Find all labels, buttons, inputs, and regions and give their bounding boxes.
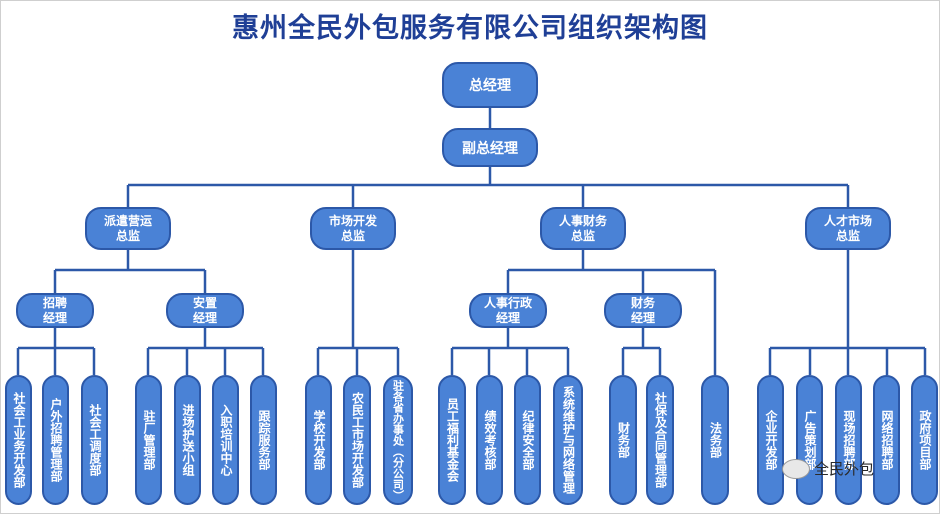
gm-box: 总经理 <box>442 62 538 108</box>
dept-box: 纪律安全部 <box>514 375 541 505</box>
dept-label: 绩效考核部 <box>483 410 497 470</box>
dept-box: 法务部 <box>701 375 729 505</box>
hradmin-manager-box: 人事行政 经理 <box>469 293 547 328</box>
dept-box: 财务部 <box>609 375 637 505</box>
dept-box: 社会工业务开发部 <box>5 375 32 505</box>
wechat-icon <box>782 458 810 479</box>
dispatch-director-box: 派遣营运 总监 <box>85 207 171 250</box>
dispatch-director-label: 派遣营运 总监 <box>103 213 152 243</box>
placement-manager-box: 安置 经理 <box>166 293 244 328</box>
dept-label: 系统维护与网络管理 <box>561 386 576 494</box>
hradmin-manager-label: 人事行政 经理 <box>483 295 532 325</box>
dept-box: 驻各省办事处（分公司） <box>383 375 413 505</box>
dept-box: 跟踪服务部 <box>250 375 277 505</box>
dept-label: 社保及合同管理部 <box>653 392 668 488</box>
finance-manager-label: 财务 经理 <box>630 295 655 325</box>
dept-label: 农民工市场开发部 <box>350 392 365 488</box>
gm-label: 总经理 <box>469 78 511 94</box>
talent-director-label: 人才市场 总监 <box>823 213 872 243</box>
dept-label: 纪律安全部 <box>521 410 535 470</box>
dept-label: 户外招聘管理部 <box>49 398 63 482</box>
dept-box: 绩效考核部 <box>476 375 503 505</box>
talent-director-box: 人才市场 总监 <box>805 207 891 250</box>
dept-label: 企业开发部 <box>764 410 778 470</box>
dept-box: 系统维护与网络管理 <box>553 375 583 505</box>
watermark: 全民外包 <box>782 458 874 479</box>
dgm-box: 副总经理 <box>442 128 538 167</box>
dept-label: 财务部 <box>616 422 631 458</box>
dept-box: 户外招聘管理部 <box>42 375 69 505</box>
dept-label: 驻各省办事处（分公司） <box>391 379 405 501</box>
dept-box: 网络招聘部 <box>873 375 900 505</box>
placement-manager-label: 安置 经理 <box>192 295 217 325</box>
dept-label: 入职培训中心 <box>219 404 233 476</box>
dept-label: 驻厂管理部 <box>142 410 156 470</box>
dept-label: 学校开发部 <box>312 410 326 470</box>
dept-box: 农民工市场开发部 <box>343 375 371 505</box>
dept-label: 法务部 <box>708 422 723 458</box>
recruit-manager-box: 招聘 经理 <box>16 293 94 328</box>
dept-label: 广告策划部 <box>803 410 817 470</box>
market-director-label: 市场开发 总监 <box>328 213 377 243</box>
dept-box: 企业开发部 <box>757 375 784 505</box>
dept-label: 员工福利基金会 <box>445 398 460 482</box>
dgm-label: 副总经理 <box>462 140 518 157</box>
dept-label: 社会工业务开发部 <box>12 392 26 488</box>
dept-label: 跟踪服务部 <box>257 410 271 470</box>
dept-box: 社保及合同管理部 <box>646 375 674 505</box>
dept-box: 社会工调度部 <box>81 375 108 505</box>
dept-box: 现场招聘部 <box>835 375 862 505</box>
recruit-manager-label: 招聘 经理 <box>42 295 67 325</box>
market-director-box: 市场开发 总监 <box>310 207 396 250</box>
dept-box: 入职培训中心 <box>212 375 239 505</box>
dept-label: 现场招聘部 <box>842 410 856 470</box>
dept-label: 政府项目部 <box>918 410 932 470</box>
dept-box: 政府项目部 <box>911 375 938 505</box>
dept-label: 社会工调度部 <box>88 404 102 476</box>
chart-title: 惠州全民外包服务有限公司组织架构图 <box>232 13 708 44</box>
dept-box: 驻厂管理部 <box>135 375 162 505</box>
dept-label: 网络招聘部 <box>880 410 894 470</box>
dept-box: 进场护送小组 <box>174 375 201 505</box>
dept-box: 员工福利基金会 <box>438 375 466 505</box>
hrfin-director-label: 人事财务 总监 <box>558 213 607 243</box>
watermark-text: 全民外包 <box>814 460 875 478</box>
hrfin-director-box: 人事财务 总监 <box>540 207 626 250</box>
dept-box: 学校开发部 <box>305 375 332 505</box>
finance-manager-box: 财务 经理 <box>604 293 682 328</box>
dept-box: 广告策划部 <box>796 375 823 505</box>
dept-label: 进场护送小组 <box>181 404 195 476</box>
